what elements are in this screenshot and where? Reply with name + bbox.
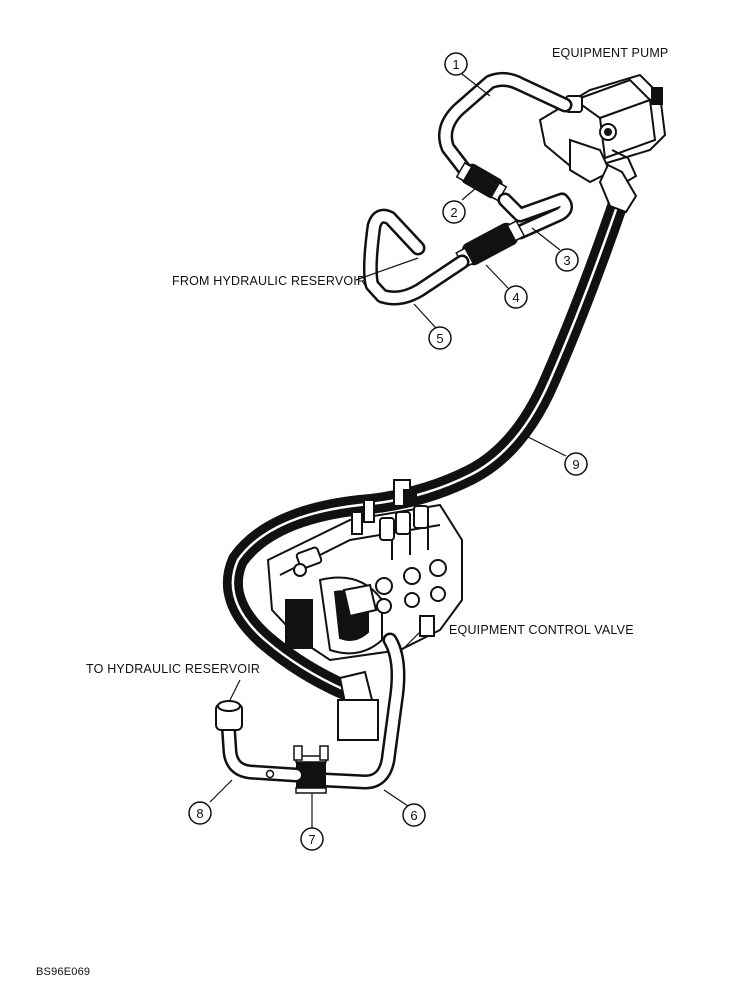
- tube-6: [317, 632, 406, 790]
- callout-3: 3: [555, 248, 579, 272]
- callout-7: 7: [300, 827, 324, 851]
- svg-text:7: 7: [308, 832, 315, 847]
- equipment-pump: [538, 73, 667, 184]
- callout-4: 4: [504, 285, 528, 309]
- svg-text:8: 8: [196, 806, 203, 821]
- to-hydraulic-reservoir-label: TO HYDRAULIC RESERVOIR: [86, 662, 261, 676]
- equipment-pump-label: EQUIPMENT PUMP: [552, 46, 669, 60]
- callout-1: 1: [444, 52, 468, 76]
- hose-7: [293, 745, 329, 794]
- callout-6: 6: [402, 803, 426, 827]
- tube-8: [215, 700, 304, 783]
- svg-text:3: 3: [563, 253, 570, 268]
- callout-5: 5: [428, 326, 452, 350]
- leader-lines: [209, 73, 567, 828]
- tube-1: [438, 71, 573, 178]
- svg-text:2: 2: [450, 205, 457, 220]
- equipment-control-valve-label: EQUIPMENT CONTROL VALVE: [449, 623, 634, 637]
- tube-5: [362, 208, 470, 306]
- tube-3: [497, 192, 573, 240]
- hose-2: [455, 161, 508, 202]
- callout-9: 9: [564, 452, 588, 476]
- callout-2: 2: [442, 200, 466, 224]
- hose-9: [222, 163, 638, 710]
- callout-8: 8: [188, 801, 212, 825]
- figure-code: BS96E069: [36, 966, 91, 978]
- equipment-control-valve: [266, 479, 463, 741]
- svg-text:4: 4: [512, 290, 519, 305]
- svg-text:5: 5: [436, 331, 443, 346]
- svg-text:9: 9: [572, 457, 579, 472]
- svg-text:1: 1: [452, 57, 459, 72]
- svg-text:6: 6: [410, 808, 417, 823]
- from-hydraulic-reservoir-label: FROM HYDRAULIC RESERVOIR: [172, 274, 367, 288]
